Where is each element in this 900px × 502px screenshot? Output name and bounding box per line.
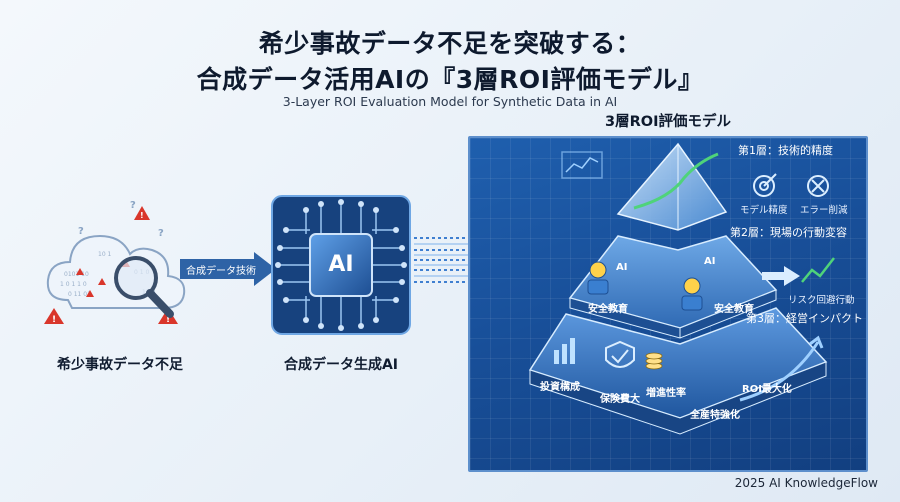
pyramid-layer-1 [616, 142, 728, 231]
growth-arrow-icon [739, 335, 824, 402]
roi-model-panel: 第1層：技術的精度 モデル精度 エラー削減 第2層：現場の行動変容 AI AI … [468, 136, 868, 472]
pyramid-layer-3 [528, 307, 828, 435]
worker-icon [587, 261, 703, 311]
layer-1-item: エラー削減 [800, 205, 848, 216]
mini-chart-icon [561, 151, 603, 179]
outcome-arrow [762, 266, 800, 286]
model-panel-title: 3層ROI評価モデル [605, 114, 731, 130]
svg-text:?: ? [78, 226, 84, 237]
source-caption: 希少事故データ不足 [57, 357, 183, 373]
flow-arrow-label: 合成データ技術 [186, 266, 256, 277]
svg-text:!: ! [166, 315, 170, 325]
magnifier-icon [114, 256, 174, 318]
layer-1-label: 第1層：技術的精度 [738, 144, 833, 157]
target-icon [753, 173, 777, 197]
ai-chip-illustration [266, 190, 416, 340]
layer-2-outcome: リスク回避行動 [788, 295, 855, 306]
layer-3-face-item: ROI最大化 [742, 384, 792, 395]
layer-2-chip-label: AI [616, 262, 628, 273]
flow-arrow-1 [180, 252, 276, 286]
svg-text:?: ? [158, 228, 164, 239]
layer-3-face-item: 全産特強化 [690, 410, 740, 421]
layer-2-face-item: 安全教育 [588, 304, 628, 315]
growth-chart-icon [801, 257, 835, 283]
layer-2-label: 第2層：現場の行動変容 [730, 226, 847, 239]
coins-icon [645, 352, 663, 370]
svg-text:?: ? [130, 200, 136, 211]
footer-credit: 2025 AI KnowledgeFlow [734, 476, 878, 490]
page-title-line-1: 希少事故データ不足を突破する： [258, 29, 642, 58]
layer-3-face-item: 増進性率 [646, 388, 686, 399]
svg-text:!: ! [140, 211, 144, 220]
ai-chip-label: AI [328, 252, 354, 277]
svg-text:0 11 01: 0 11 01 [68, 291, 91, 298]
error-reduce-icon [807, 175, 829, 197]
layer-1-item: モデル精度 [740, 205, 788, 216]
data-shortage-illustration: 0101 10 1 0 1 1 0 0 11 01 10 1 0 1 0 11 … [38, 190, 198, 340]
layer-3-label: 第3層：経営インパクト [746, 312, 863, 325]
page-subtitle: 3-Layer ROI Evaluation Model for Synthet… [282, 94, 618, 109]
layer-3-face-item: 保険費大 [600, 394, 640, 405]
bar-chart-icon [554, 338, 575, 364]
svg-text:1 0 1 1 0: 1 0 1 1 0 [60, 281, 87, 288]
layer-3-face-item: 投資構成 [540, 382, 580, 393]
svg-text:10 1: 10 1 [98, 251, 112, 258]
pyramid-layer-2 [568, 235, 778, 339]
shield-icon [605, 340, 635, 368]
svg-text:!: ! [52, 315, 56, 325]
layer-2-face-item: 安全教育 [714, 304, 754, 315]
ai-caption: 合成データ生成AI [283, 357, 399, 373]
layer-2-chip-label: AI [704, 256, 716, 267]
page-title-line-2: 合成データ活用AIの『3層ROI評価モデル』 [196, 65, 704, 94]
